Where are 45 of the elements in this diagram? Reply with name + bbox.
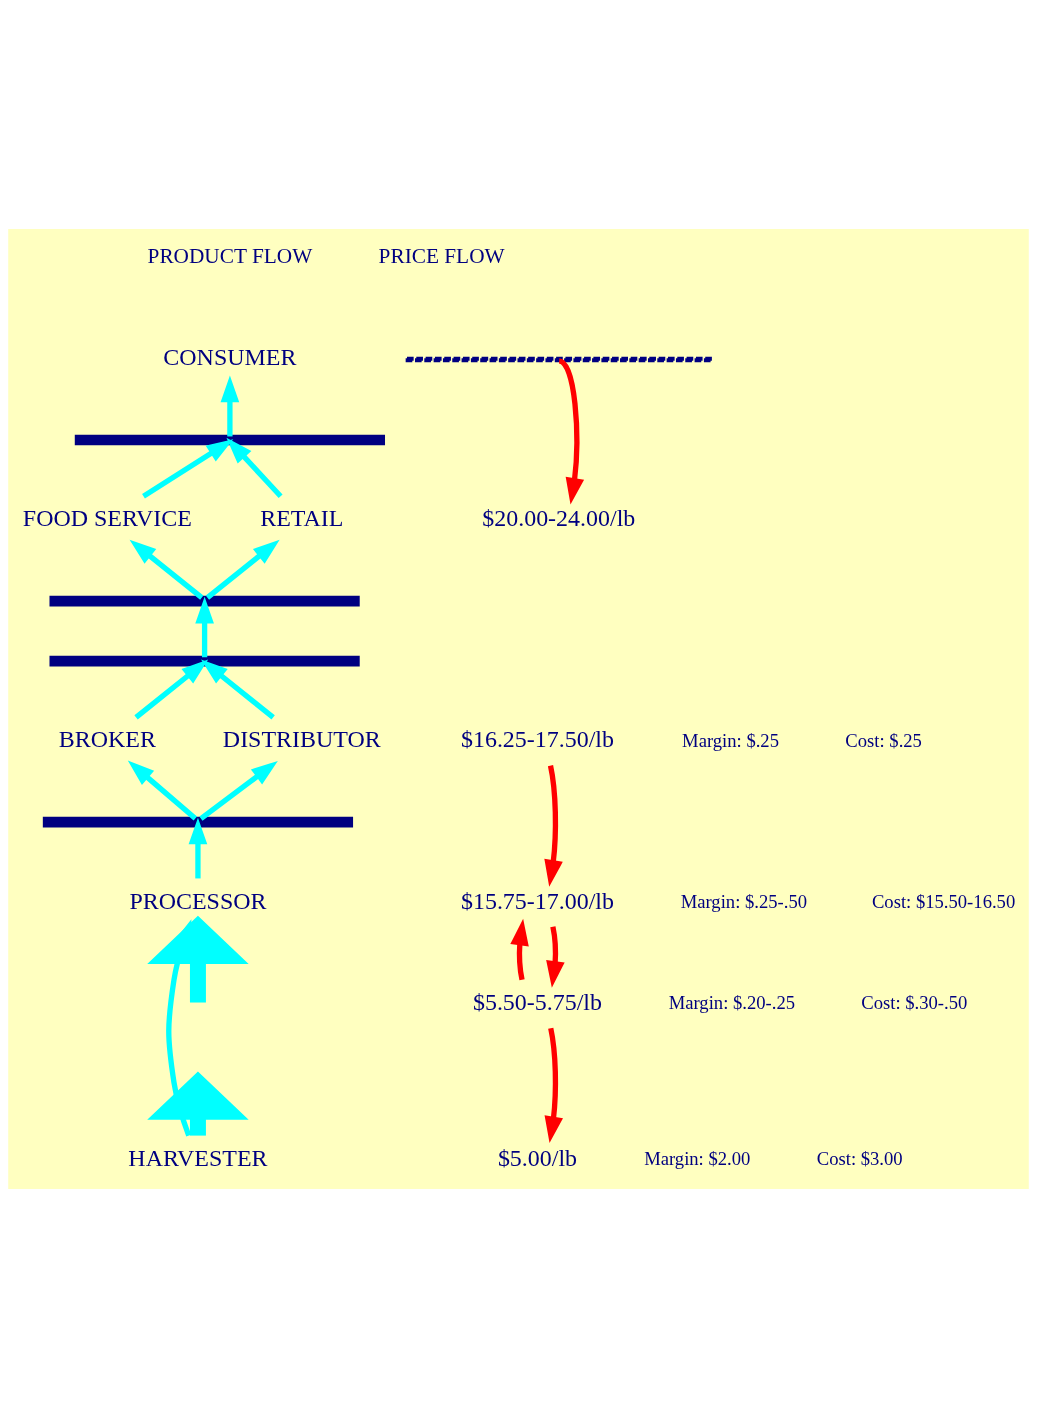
arrow xyxy=(147,915,249,1003)
arrow xyxy=(134,659,209,720)
arrow xyxy=(220,375,240,437)
arrow xyxy=(558,358,585,505)
node-bar xyxy=(42,816,354,828)
arrow xyxy=(129,539,204,600)
label: Margin: $.25 xyxy=(682,729,779,751)
node-bar xyxy=(403,356,714,363)
label: Cost: $15.50-16.50 xyxy=(871,890,1016,912)
node-text: $5.50-5.75/lb xyxy=(472,988,603,1015)
label: Margin: $2.00 xyxy=(644,1147,751,1169)
arrow xyxy=(147,1071,249,1136)
node-text: $15.75-17.00/lb xyxy=(460,887,614,914)
node-text: PROCESSOR xyxy=(129,887,267,914)
label: Cost: $.25 xyxy=(845,729,922,751)
label: Margin: $.20-.25 xyxy=(668,991,796,1013)
arrow xyxy=(544,765,563,887)
node-text: FOOD SERVICE xyxy=(22,505,192,532)
arrow xyxy=(199,760,278,821)
node-bar xyxy=(74,434,385,446)
legend-label: PRICE FLOW xyxy=(378,244,505,269)
arrow xyxy=(195,596,214,658)
legend-label: PRODUCT FLOW xyxy=(147,244,313,269)
arrow xyxy=(226,437,283,499)
node-bar xyxy=(49,655,360,667)
arrow xyxy=(142,439,234,499)
arrow xyxy=(188,817,208,879)
label: Cost: $3.00 xyxy=(816,1147,903,1169)
node-text: BROKER xyxy=(58,726,156,753)
node-text: RETAIL xyxy=(260,505,344,532)
label: Margin: $.25-.50 xyxy=(680,890,808,912)
node-bar xyxy=(49,595,360,607)
node-text: CONSUMER xyxy=(163,344,297,371)
node-text: DISTRIBUTOR xyxy=(222,726,381,753)
arrow xyxy=(205,539,280,600)
arrow xyxy=(127,760,198,821)
node-text: $20.00-24.00/lb xyxy=(482,505,636,532)
label: Cost: $.30-.50 xyxy=(861,991,968,1013)
node-text: HARVESTER xyxy=(128,1144,268,1171)
node-text: $5.00/lb xyxy=(497,1144,578,1171)
arrow xyxy=(510,918,529,981)
arrow xyxy=(544,1027,563,1144)
arrow xyxy=(201,659,275,720)
arrow xyxy=(546,926,565,988)
node-text: $16.25-17.50/lb xyxy=(460,726,614,753)
